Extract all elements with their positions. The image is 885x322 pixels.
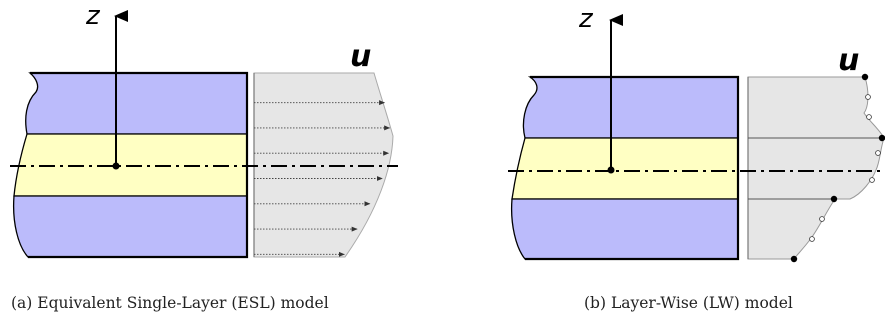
lw-nodes (790, 73, 885, 263)
esl-caption: (a) Equivalent Single-Layer (ESL) model (11, 294, 329, 312)
lw-interface-arrows (748, 137, 882, 200)
esl-origin-dot (112, 162, 120, 170)
lw-node-inner (866, 114, 872, 120)
lw-node-bottom (790, 255, 798, 263)
lw-node-top (861, 73, 869, 81)
lw-node-inner (809, 236, 815, 242)
lw-u-label: u (838, 43, 859, 78)
lw-origin-dot (607, 166, 615, 174)
lw-displacement-profile (747, 76, 885, 260)
panel-esl: z u (a) Equivalent Single-Layer (ESL) mo… (10, 1, 398, 312)
lw-caption: (b) Layer-Wise (LW) model (584, 294, 793, 312)
lw-z-label: z (578, 4, 594, 34)
esl-z-label: z (85, 1, 101, 31)
esl-u-label: u (350, 39, 371, 74)
esl-bottom-layer (12, 195, 248, 258)
lw-core-layer (511, 137, 739, 200)
lw-node-inner (819, 216, 825, 222)
lw-node-inner (865, 94, 871, 100)
lw-node-inner (869, 177, 875, 183)
lw-node-inner (875, 150, 881, 156)
lw-node-interface-2 (830, 195, 838, 203)
esl-displacement-arrows (254, 100, 391, 257)
lw-top-layer (522, 76, 739, 139)
esl-top-layer (25, 72, 248, 135)
panel-lw: z u (b) Layer-Wise (LW) model (508, 4, 885, 312)
lw-bottom-layer (510, 198, 739, 260)
lw-node-interface-1 (878, 134, 885, 142)
